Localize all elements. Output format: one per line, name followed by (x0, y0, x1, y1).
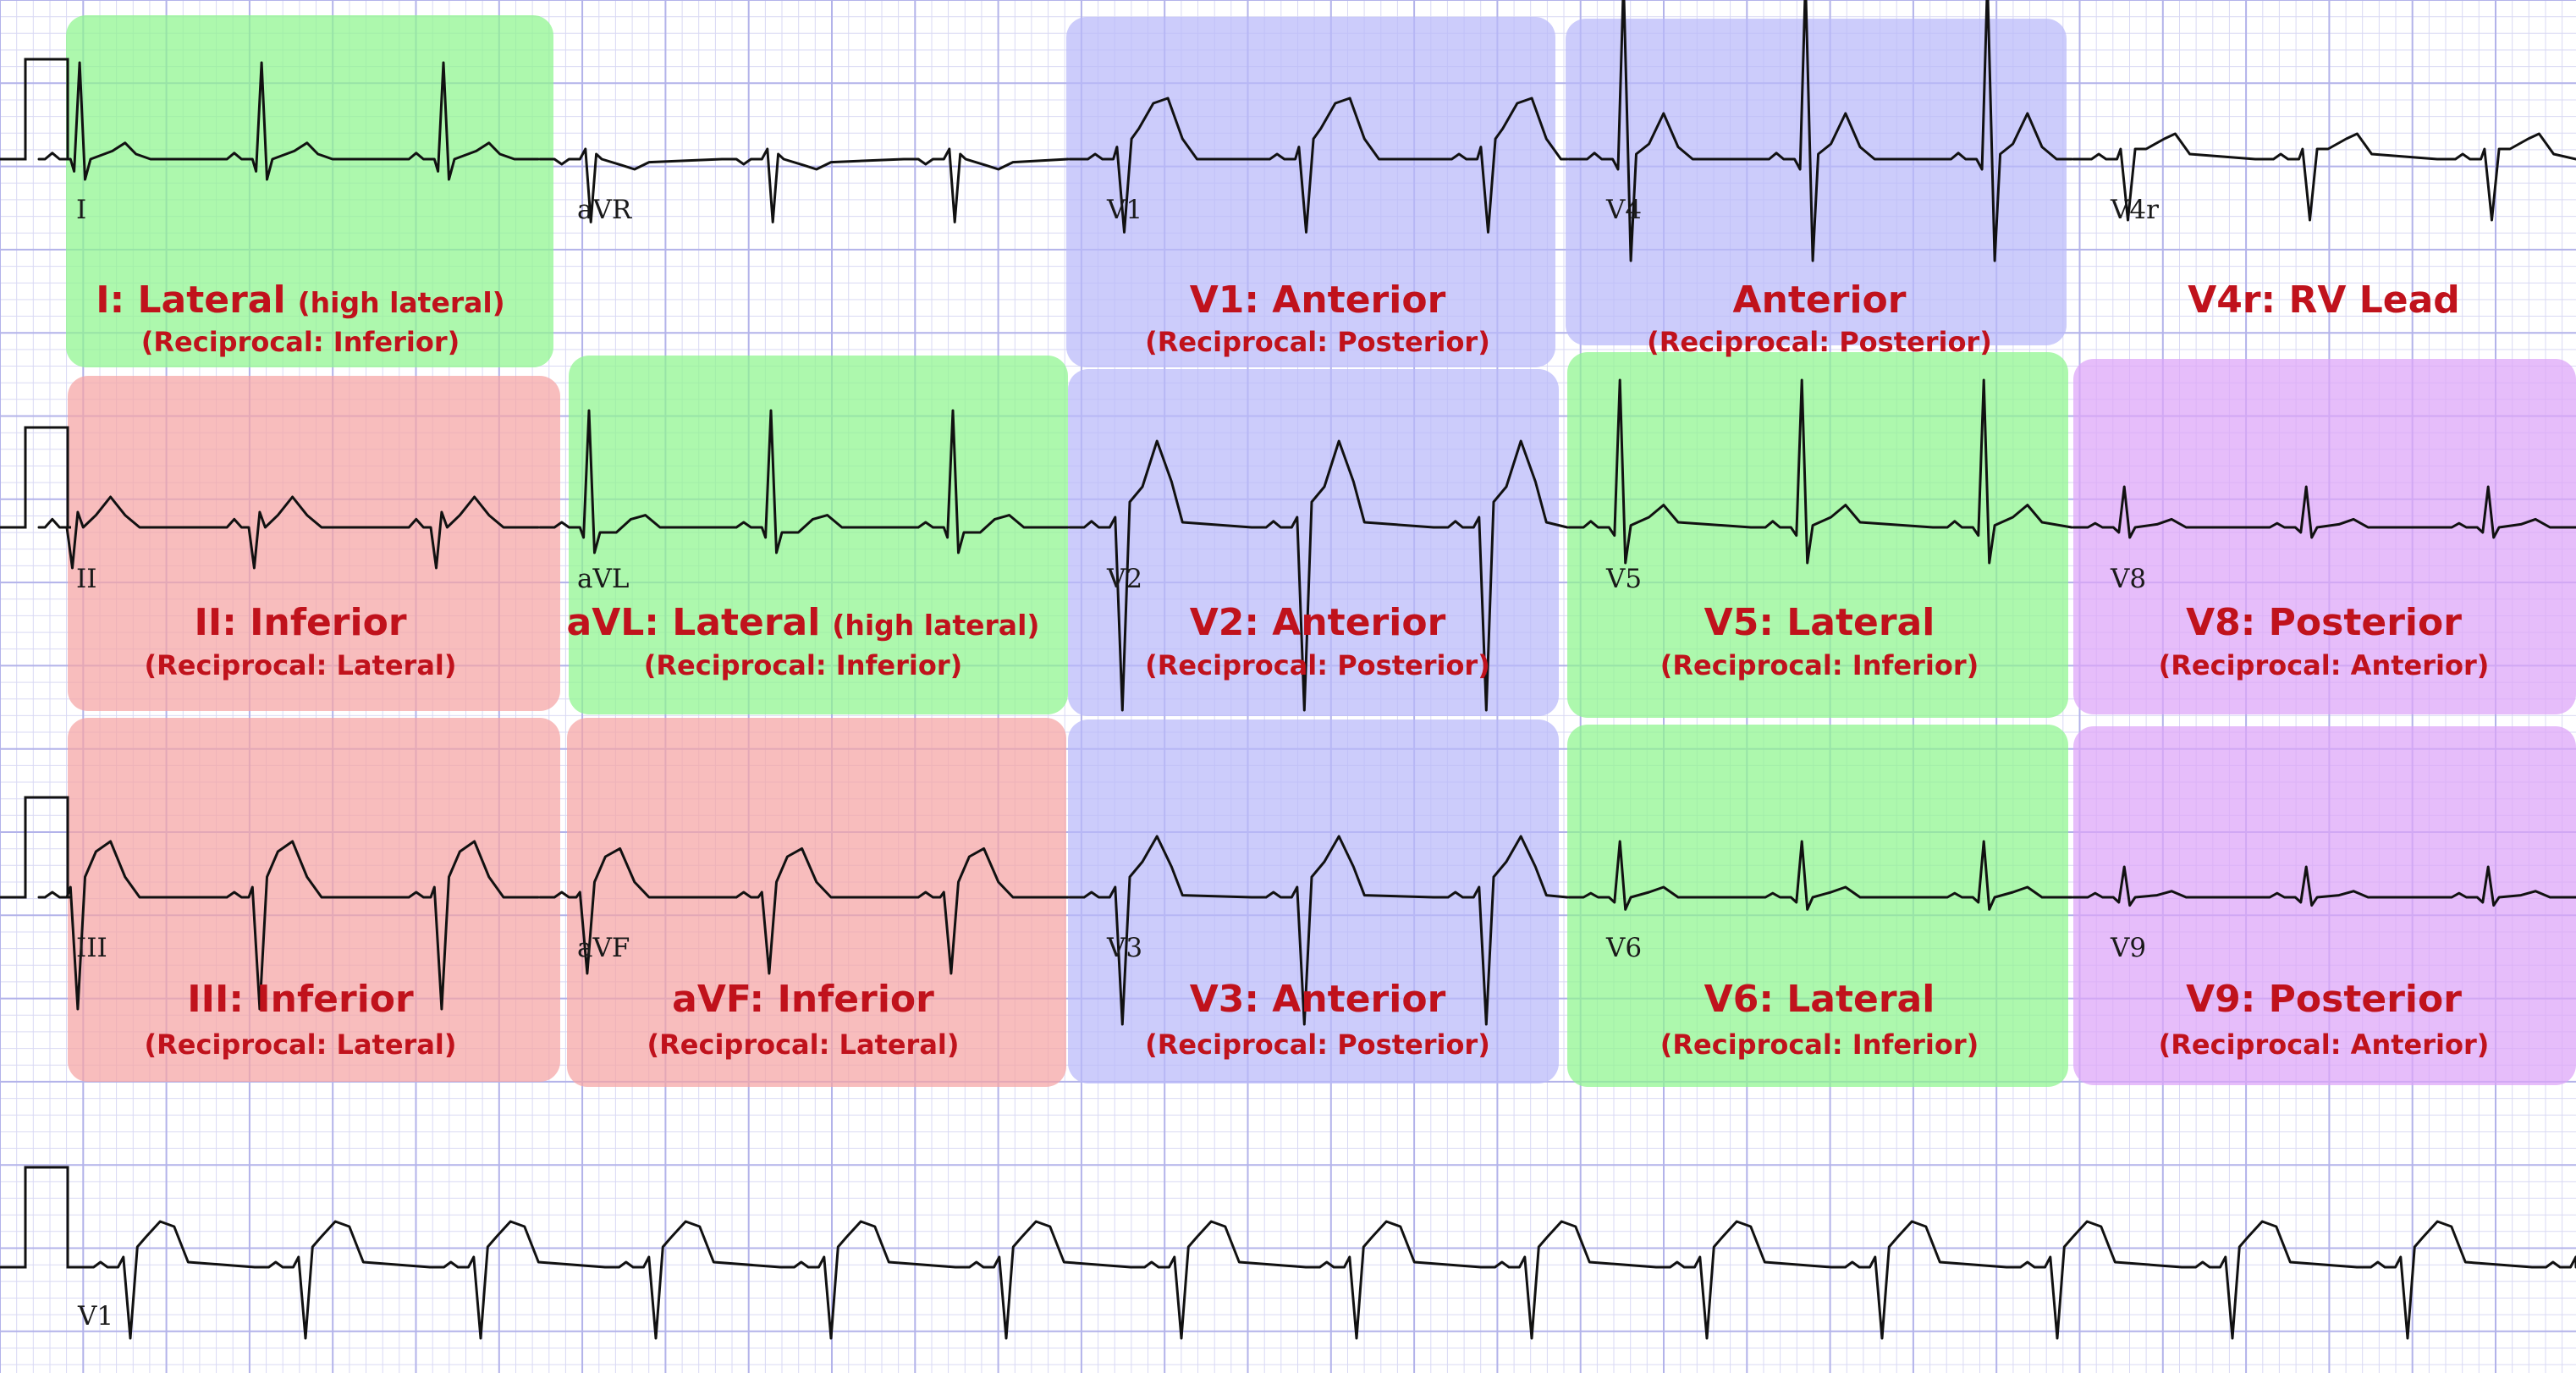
region-subtitle-i: (Reciprocal: Inferior) (141, 326, 460, 358)
region-subtitle-v4: (Reciprocal: Posterior) (1647, 326, 1992, 358)
region-title-text: V3: Anterior (1190, 978, 1446, 1021)
region-title-text: Anterior (1733, 278, 1907, 322)
region-subtitle-v8: (Reciprocal: Anterior) (2159, 649, 2490, 681)
ecg-trace-ii (37, 495, 540, 570)
region-box-v3 (1068, 720, 1559, 1084)
region-title-text: aVF: Inferior (672, 978, 934, 1021)
region-box-i (66, 15, 553, 367)
region-title-avl: aVL: Lateral (high lateral) (567, 601, 1040, 644)
lead-label-v4r: V4r (2110, 195, 2159, 225)
lead-label-v1: V1 (1106, 195, 1142, 225)
lead-label-v9: V9 (2110, 933, 2146, 963)
lead-label-avl: aVL (577, 564, 629, 594)
region-subtitle-ii: (Reciprocal: Lateral) (145, 649, 457, 681)
region-title-i: I: Lateral (high lateral) (96, 278, 505, 322)
ecg-trace-v5 (1567, 378, 2073, 565)
region-box-ii (68, 376, 560, 711)
lead-label-avf: aVF (577, 933, 630, 963)
lead-label-v4: V4 (1605, 195, 1642, 225)
region-title-text: V6: Lateral (1704, 978, 1935, 1021)
region-title-iii: III: Inferior (187, 978, 414, 1021)
region-box-v2 (1068, 369, 1559, 716)
region-title-v9: V9: Posterior (2186, 978, 2462, 1021)
region-box-iii (68, 718, 560, 1082)
region-box-v8 (2073, 359, 2576, 714)
calibration-pulse (0, 796, 71, 899)
ecg-trace-avf (538, 846, 1070, 975)
lead-label-i: I (76, 195, 86, 225)
ecg-trace-avl (538, 409, 1070, 554)
region-subtitle-avf: (Reciprocal: Lateral) (647, 1028, 960, 1061)
lead-label-ii: II (76, 564, 97, 594)
ecg-trace-i (37, 61, 540, 181)
region-title-v6: V6: Lateral (1704, 978, 1935, 1021)
region-title-text: III: Inferior (187, 978, 414, 1021)
lead-label-v8: V8 (2110, 564, 2146, 594)
ecg-trace-iii (37, 840, 540, 1011)
region-title-text: V5: Lateral (1704, 601, 1935, 644)
calibration-pulse (0, 1166, 71, 1269)
ecg-trace-v2 (1068, 439, 1569, 712)
rhythm-strip-trace (69, 1220, 2576, 1340)
region-subtitle-iii: (Reciprocal: Lateral) (145, 1028, 457, 1061)
region-title-v4r: V4r: RV Lead (2188, 278, 2460, 322)
region-highlights (66, 15, 2576, 1087)
region-title-v8: V8: Posterior (2186, 601, 2462, 644)
ecg-trace-avr (538, 147, 1070, 223)
ecg-trace-v4r (2072, 132, 2576, 222)
region-subtitle-v6: (Reciprocal: Inferior) (1660, 1028, 1979, 1061)
lead-label-v3: V3 (1106, 933, 1142, 963)
rhythm-strip-label: V1 (77, 1301, 113, 1332)
region-box-v9 (2073, 726, 2576, 1085)
region-subtitle-v2: (Reciprocal: Posterior) (1145, 649, 1490, 681)
region-subtitle-v3: (Reciprocal: Posterior) (1145, 1028, 1490, 1061)
lead-label-v6: V6 (1605, 933, 1642, 963)
ecg-trace-v6 (1567, 840, 2073, 911)
region-title-text: V2: Anterior (1190, 601, 1446, 644)
ecg-trace-v9 (2072, 865, 2576, 907)
region-title-text: I: Lateral (96, 278, 285, 322)
region-title-suffix: (high lateral) (298, 286, 505, 319)
region-box-v6 (1567, 725, 2068, 1087)
region-title-v5: V5: Lateral (1704, 601, 1935, 644)
region-title-text: II: Inferior (194, 601, 406, 644)
region-box-avf (567, 718, 1066, 1087)
ecg-trace-v1 (1068, 96, 1569, 234)
ecg-traces (37, 0, 2576, 1340)
lead-label-avr: aVR (577, 195, 633, 225)
lead-label-v2: V2 (1106, 564, 1142, 594)
calibration-pulse (0, 426, 71, 529)
ecg-trace-v3 (1068, 835, 1569, 1026)
region-title-text: V4r: RV Lead (2188, 278, 2460, 322)
region-title-v1: V1: Anterior (1190, 278, 1446, 322)
region-title-text: V1: Anterior (1190, 278, 1446, 322)
region-annotations: I: Lateral (high lateral) (Reciprocal: Inf… (96, 278, 2489, 1061)
region-title-text: aVL: Lateral (567, 601, 821, 644)
region-title-text: V8: Posterior (2186, 601, 2462, 644)
region-title-ii: II: Inferior (194, 601, 406, 644)
region-subtitle-v9: (Reciprocal: Anterior) (2159, 1028, 2490, 1061)
region-subtitle-v5: (Reciprocal: Inferior) (1660, 649, 1979, 681)
ecg-trace-v4 (1567, 0, 2073, 262)
region-box-v5 (1567, 352, 2068, 718)
region-title-v2: V2: Anterior (1190, 601, 1446, 644)
region-title-suffix: (high lateral) (832, 609, 1039, 642)
region-title-v3: V3: Anterior (1190, 978, 1446, 1021)
region-box-avl (569, 356, 1068, 714)
ecg-trace-v8 (2072, 485, 2576, 539)
region-subtitle-v1: (Reciprocal: Posterior) (1145, 326, 1490, 358)
region-title-avf: aVF: Inferior (672, 978, 934, 1021)
region-title-v4: Anterior (1733, 278, 1907, 322)
region-subtitle-avl: (Reciprocal: Inferior) (644, 649, 963, 681)
region-title-text: V9: Posterior (2186, 978, 2462, 1021)
region-box-v1 (1066, 17, 1555, 367)
lead-label-v5: V5 (1605, 564, 1642, 594)
lead-label-iii: III (76, 933, 107, 963)
